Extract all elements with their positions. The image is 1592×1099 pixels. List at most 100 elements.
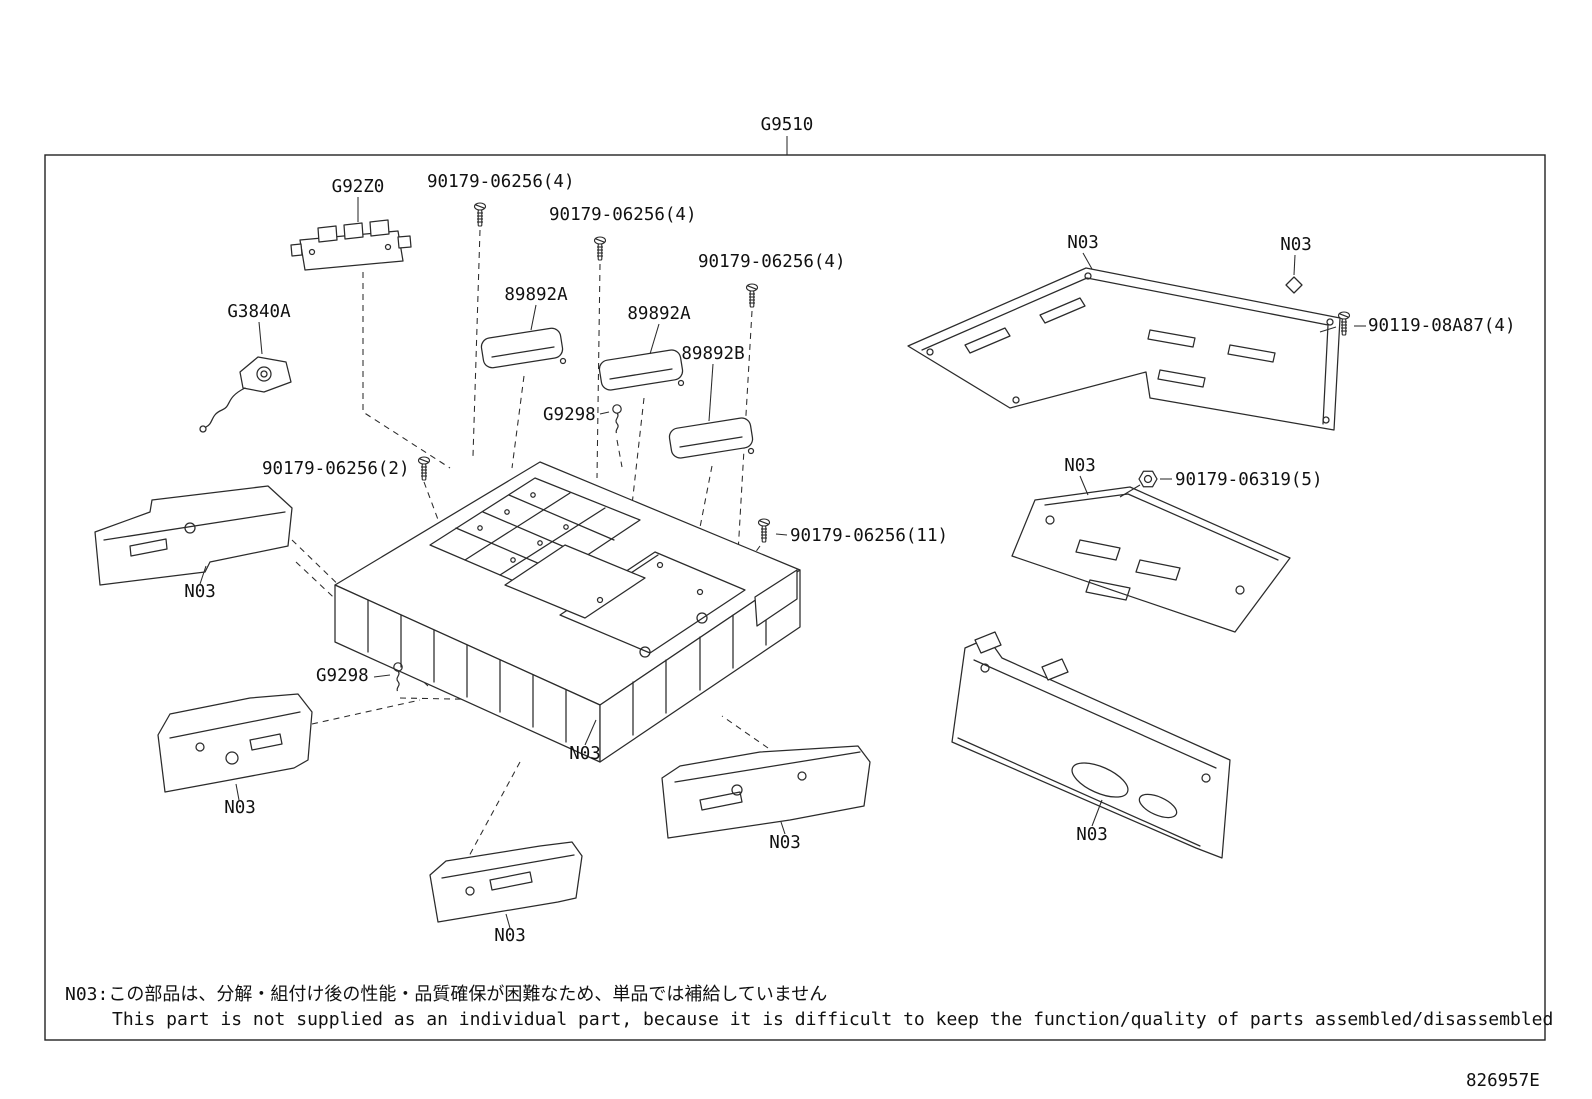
sensor-g3840a (199, 356, 292, 433)
mid-tray-outline (1011, 486, 1291, 633)
rear-panel-hole-2 (1201, 773, 1211, 783)
bl-bracket-hole-1 (225, 751, 239, 765)
left-bracket-outline (94, 485, 293, 586)
bl-bracket-hole-2 (195, 742, 205, 752)
pack-end-bracket (754, 569, 798, 627)
left-bracket-hole (184, 522, 196, 534)
g92z0-bolt-hole-2 (384, 243, 392, 251)
label-89892a-1: 89892A (504, 285, 568, 305)
label-n03-bottom-center: N03 (769, 833, 801, 853)
label-g92z0: G92Z0 (332, 177, 385, 197)
pack-cover-plate-b (504, 544, 646, 619)
dash-bl-bracket (311, 699, 421, 725)
label-n03-bottom-left: N03 (224, 798, 256, 818)
dash-cover1 (511, 375, 525, 469)
cover-89892b-tab (747, 447, 755, 455)
g3840a-ring (256, 366, 272, 382)
bl-bracket-slot (249, 733, 283, 751)
label-g9298-upper: G9298 (543, 405, 596, 425)
dash-cover2 (631, 397, 645, 506)
dash-bc-bracket (721, 715, 769, 749)
bc-bracket-hole-1 (731, 784, 743, 796)
long-bracket-slot (489, 871, 533, 891)
cover-89892a-1-tab (559, 357, 567, 365)
label-bolt-06256-4-a: 90179-06256(4) (427, 172, 575, 192)
bottom-left-bracket (157, 693, 313, 793)
label-n03-mid-panel: N03 (1064, 456, 1096, 476)
covers-89892 (480, 327, 755, 459)
label-n03-front: N03 (569, 744, 601, 764)
cover-89892a-2-tab (677, 379, 685, 387)
g92z0-connector-1 (317, 225, 338, 243)
g92z0-tab-left (290, 243, 303, 257)
label-bolt-06256-4-c: 90179-06256(4) (698, 252, 846, 272)
label-06319-5: 90179-06319(5) (1175, 470, 1323, 490)
cover-89892a-2-shape (598, 349, 684, 391)
bolt-icon-06256-11 (757, 518, 771, 543)
bolt-icon-06256-2 (417, 456, 431, 481)
leader-lines (199, 136, 1366, 929)
g3840a-body (239, 356, 292, 393)
label-n03-bottom-right: N03 (1076, 825, 1108, 845)
label-bolt-06256-4-b: 90179-06256(4) (549, 205, 697, 225)
label-g9298-lower: G9298 (316, 666, 369, 686)
g3840a-hole (260, 370, 268, 378)
junction-block-g92z0 (290, 219, 412, 271)
pack-cover-bolts (596, 561, 704, 604)
cover-89892b-shape (668, 417, 754, 459)
cover-89892b-edge (679, 436, 743, 448)
bc-bracket-slot (699, 791, 743, 811)
dash-long-bracket (467, 761, 521, 859)
g92z0-connector-3 (369, 219, 390, 237)
cover-89892a-2-edge (609, 368, 673, 380)
g92z0-tab-right (397, 235, 412, 249)
label-06256-11: 90179-06256(11) (790, 526, 948, 546)
pack-front-ribs (367, 599, 567, 743)
label-n03-top-cover: N03 (1067, 233, 1099, 253)
g92z0-bolt-hole-1 (308, 248, 316, 256)
bc-bracket-hole-2 (797, 771, 807, 781)
dash-bolt-a (472, 229, 481, 457)
label-89892b: 89892B (681, 344, 744, 364)
rear-panel (951, 631, 1231, 859)
upper-cover-panel (907, 267, 1341, 431)
g3840a-connector (199, 425, 207, 433)
cover-89892a-1-shape (480, 327, 564, 369)
bc-bracket-fold (674, 751, 861, 783)
bl-bracket-outline (157, 693, 313, 793)
pack-handles (639, 612, 708, 658)
mid-tray-fold (1044, 493, 1279, 561)
bolt-icon-c (745, 283, 759, 308)
battery-pack-assembly (334, 461, 801, 763)
label-08a87: 90119-08A87(4) (1368, 316, 1516, 336)
nut-icon-06319 (1138, 470, 1158, 488)
long-bracket-hole (465, 886, 475, 896)
dash-left-bracket-1 (291, 539, 349, 595)
footnote-english: This part is not supplied as an individu… (112, 1009, 1553, 1030)
left-side-bracket (94, 485, 293, 586)
long-bracket-outline (429, 841, 583, 923)
sheet-code: 826957E (1466, 1071, 1540, 1091)
mid-tray-hole-1 (1045, 515, 1055, 525)
bl-bracket-fold (169, 711, 301, 739)
dash-clip-upper (616, 439, 623, 468)
label-n03-left-bracket: N03 (184, 582, 216, 602)
rear-panel-fold-1 (973, 659, 1217, 769)
bc-bracket-outline (661, 745, 871, 839)
bolt-icon-b (593, 236, 607, 261)
label-n03-top-plate: N03 (1280, 235, 1312, 255)
label-06256-2: 90179-06256(2) (262, 459, 410, 479)
pack-module-bolts (477, 492, 569, 563)
upper-cover-fold-line (921, 277, 1329, 425)
rear-panel-tab-1 (974, 631, 1002, 654)
bottom-center-bracket (661, 745, 871, 839)
mid-tray-panel (1011, 486, 1291, 633)
rear-panel-fold-2 (957, 737, 1201, 847)
diagram-border (44, 154, 1546, 1041)
cover-89892a-1-edge (491, 346, 555, 358)
rear-panel-tab-2 (1041, 658, 1069, 681)
upper-cover-slots (964, 297, 1276, 388)
mid-tray-hole-2 (1235, 585, 1245, 595)
